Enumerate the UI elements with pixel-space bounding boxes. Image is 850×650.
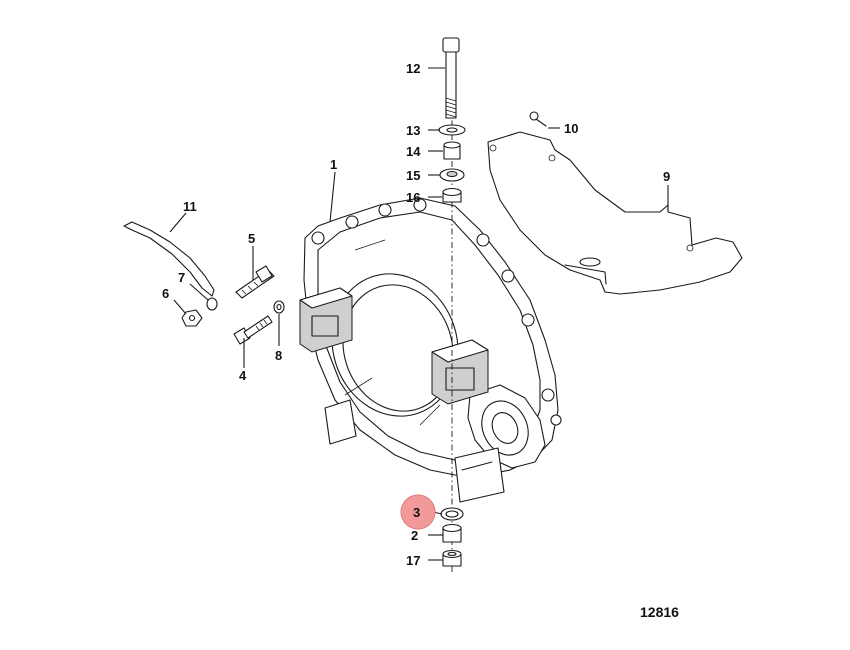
callout-14: 14: [406, 144, 421, 159]
screw-10: [529, 111, 547, 127]
callout-8: 8: [275, 348, 282, 363]
washer-7: [206, 297, 218, 311]
callout-15: 15: [406, 168, 420, 183]
callout-16: 16: [406, 190, 420, 205]
washer-8: [273, 300, 285, 314]
callout-13: 13: [406, 123, 420, 138]
callout-11: 11: [183, 199, 197, 214]
callout-12: 12: [406, 61, 420, 76]
callout-7: 7: [178, 270, 185, 285]
callout-labels: 12 13 14 15 16 10 9 1 11 5 7 6 4 8 3 2 1…: [162, 61, 670, 568]
callout-17: 17: [406, 553, 420, 568]
callout-10: 10: [564, 121, 578, 136]
stud-5: [235, 265, 275, 299]
figure-number: 12816: [640, 604, 679, 620]
callout-6: 6: [162, 286, 169, 301]
leader-lines: [169, 67, 669, 561]
callout-1: 1: [330, 157, 337, 172]
bushing-14: [443, 141, 461, 160]
nut-16: [442, 187, 462, 203]
bolt-12: [442, 37, 460, 119]
nut-6: [181, 309, 203, 327]
callout-4: 4: [239, 368, 247, 383]
bushing-2: [442, 523, 462, 543]
callout-3: 3: [413, 505, 420, 520]
washer-15: [439, 168, 465, 182]
callout-2: 2: [411, 528, 418, 543]
ring-3: [440, 507, 464, 521]
callout-9: 9: [663, 169, 670, 184]
callout-5: 5: [248, 231, 255, 246]
bolt-4: [233, 315, 273, 345]
flywheel-cover-plate: [487, 131, 743, 295]
nut-17: [442, 549, 462, 567]
callout-3-highlight: [400, 494, 436, 530]
cable-11: [123, 221, 215, 297]
flywheel-housing: [299, 197, 562, 503]
washer-13: [438, 124, 466, 136]
